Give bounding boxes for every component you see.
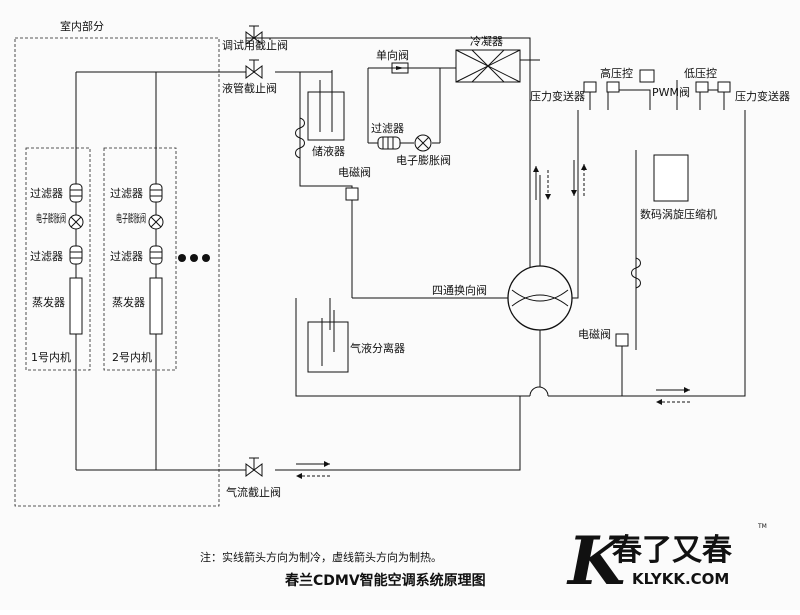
- unit-2-name: 2号内机: [112, 350, 152, 364]
- transducer-right-label: 压力变送器: [735, 89, 790, 103]
- pwm-valve: [639, 69, 655, 83]
- unit-1-filter-bottom: [69, 245, 83, 265]
- diagram-title: 春兰CDMV智能空调系统原理图: [284, 572, 486, 589]
- unit-1-filter-top: [69, 183, 83, 203]
- outdoor-filter: [377, 136, 401, 150]
- unit-2-filter-bottom-label: 过滤器: [110, 250, 143, 263]
- receiver-label: 储液器: [312, 144, 345, 158]
- receiver: [307, 91, 345, 141]
- compressor-label: 数码涡旋压缩机: [640, 207, 717, 221]
- unit-2-filter-bottom: [149, 245, 163, 265]
- liquid-valve-label: 液管截止阀: [222, 81, 277, 95]
- coil-left: [295, 117, 305, 159]
- gas-valve-label: 气流截止阀: [226, 485, 281, 499]
- unit-2-filter-top: [149, 183, 163, 203]
- condenser-label: 冷凝器: [470, 34, 503, 48]
- compressor: [653, 154, 689, 202]
- low-pressure-switch: [695, 81, 709, 93]
- separator-label: 气液分离器: [350, 341, 405, 355]
- indoor-section-label: 室内部分: [60, 19, 104, 33]
- solenoid-2-label: 电磁阀: [578, 327, 611, 341]
- unit-2-filter-top-label: 过滤器: [110, 187, 143, 200]
- solenoid-valve-2: [615, 333, 629, 347]
- watermark-brand: 春了又春: [612, 533, 732, 568]
- high-pressure-switch: [606, 81, 620, 93]
- condenser: [455, 49, 521, 83]
- low-pressure-label: 低压控: [684, 66, 717, 80]
- check-valve-label: 单向阀: [376, 48, 409, 62]
- unit-1-evaporator: [69, 277, 83, 335]
- flow-arrows: [296, 160, 690, 479]
- gas-valve: [245, 457, 263, 477]
- unit-2-box: [103, 147, 177, 371]
- watermark-logo: K 春了又春 KLYKK.COM TM: [566, 522, 767, 600]
- watermark-tm: TM: [757, 523, 767, 530]
- unit-1-components: [68, 183, 84, 335]
- check-valve: [391, 62, 409, 74]
- unit-2-eev-label: 电子膨胀阀: [116, 211, 146, 225]
- watermark-url: KLYKK.COM: [632, 570, 729, 588]
- high-pressure-label: 高压控: [600, 66, 633, 80]
- pwm-label: PWM阀: [652, 85, 690, 99]
- transducer-right: [717, 81, 731, 93]
- unit-1-filter-bottom-label: 过滤器: [30, 250, 63, 263]
- outdoor-eev: [414, 134, 432, 152]
- piping: [75, 37, 746, 471]
- liquid-valve: [245, 59, 263, 79]
- test-valve: [245, 25, 263, 45]
- four-way-label: 四通换向阀: [432, 283, 487, 297]
- unit-2-evaporator-label: 蒸发器: [112, 295, 145, 309]
- unit-1-eev-label: 电子膨胀阀: [36, 211, 66, 225]
- legend-note: 注：实线箭头方向为制冷，虚线箭头方向为制热。: [200, 550, 442, 564]
- unit-1-name: 1号内机: [31, 350, 71, 364]
- transducer-left: [583, 81, 597, 93]
- transducer-left-label: 压力变送器: [530, 89, 585, 103]
- gas-liquid-separator: [307, 310, 349, 373]
- unit-2-components: [148, 183, 164, 335]
- solenoid-1-label: 电磁阀: [338, 165, 371, 179]
- unit-2-evaporator: [149, 277, 163, 335]
- unit-1-evaporator-label: 蒸发器: [32, 295, 65, 309]
- indoor-boundary: [14, 37, 220, 507]
- test-valve-label: 调试用截止阀: [222, 38, 288, 52]
- four-way-valve: [507, 265, 573, 331]
- unit-1-box: [25, 147, 91, 371]
- outdoor-eev-label: 电子膨胀阀: [396, 153, 451, 167]
- unit-1-filter-top-label: 过滤器: [30, 187, 63, 200]
- pipe-crossover: [529, 386, 549, 397]
- more-units-ellipsis: [178, 254, 210, 262]
- solenoid-valve-1: [345, 187, 359, 201]
- outdoor-filter-label: 过滤器: [371, 122, 404, 135]
- coil-right: [631, 257, 641, 289]
- watermark-k-letter: K: [566, 522, 628, 600]
